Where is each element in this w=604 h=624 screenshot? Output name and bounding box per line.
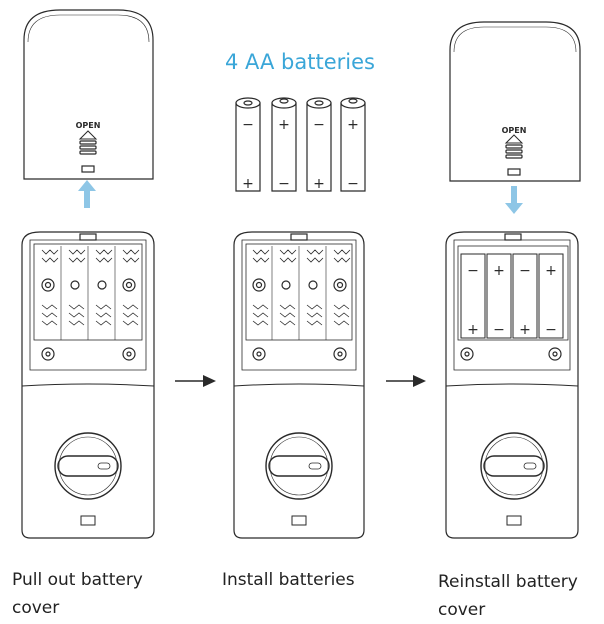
next-arrow-icon-1 xyxy=(175,375,216,387)
cover-open-label-1: OPEN xyxy=(76,121,101,130)
battery-1 xyxy=(235,97,261,192)
loose-battery-3-bottom-sign: + xyxy=(313,176,325,192)
loose-batteries: − + + − − + + − xyxy=(235,97,366,192)
lock-open-compartment xyxy=(21,231,155,539)
loose-battery-1-bottom-sign: + xyxy=(242,176,254,192)
installed-battery-2-bottom-sign: − xyxy=(493,322,505,338)
installed-battery-4-top-sign: + xyxy=(545,263,557,279)
down-arrow-icon xyxy=(505,186,523,214)
loose-battery-4-bottom-sign: − xyxy=(347,176,359,192)
lock-ready-for-cover: −++−−++− xyxy=(445,231,579,539)
next-arrow-icon-2 xyxy=(386,375,426,387)
loose-battery-4-top-sign: + xyxy=(347,117,359,133)
battery-4 xyxy=(340,97,366,192)
caption-step-1: Pull out battery cover xyxy=(12,570,143,618)
cover-reinstall: OPEN xyxy=(449,21,581,182)
caption-step-3: Reinstall battery cover xyxy=(438,572,578,620)
installed-battery-3-bottom-sign: + xyxy=(519,322,531,338)
caption-step-2: Install batteries xyxy=(222,570,355,590)
cover-removed: OPEN xyxy=(23,9,154,180)
loose-battery-2-top-sign: + xyxy=(278,117,290,133)
installed-battery-1-top-sign: − xyxy=(467,263,479,279)
installed-battery-3-top-sign: − xyxy=(519,263,531,279)
up-arrow-icon xyxy=(78,180,96,208)
loose-battery-3-top-sign: − xyxy=(313,117,325,133)
cover-open-label-2: OPEN xyxy=(502,126,527,135)
battery-3 xyxy=(306,97,332,192)
loose-battery-1-top-sign: − xyxy=(242,117,254,133)
installed-battery-4-bottom-sign: − xyxy=(545,322,557,338)
installed-battery-2-top-sign: + xyxy=(493,263,505,279)
diagram-title: 4 AA batteries xyxy=(225,50,375,74)
battery-2 xyxy=(271,97,297,192)
loose-battery-2-bottom-sign: − xyxy=(278,176,290,192)
installed-battery-1-bottom-sign: + xyxy=(467,322,479,338)
lock-batteries-installed xyxy=(233,231,365,539)
